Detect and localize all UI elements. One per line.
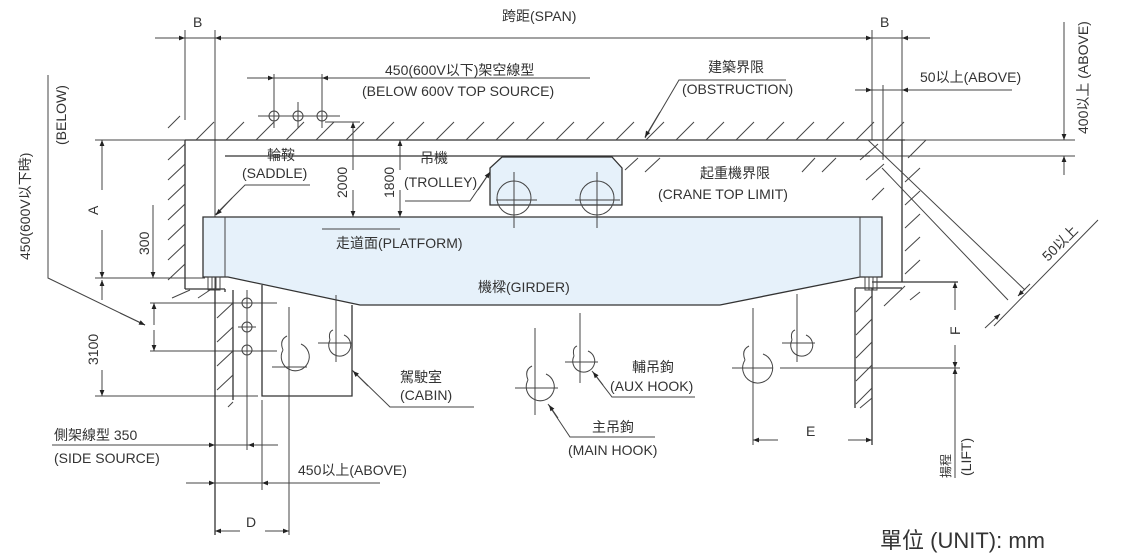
dim-300-label: 300 — [136, 231, 152, 255]
saddle-callout: 輪鞍 (SADDLE) — [214, 147, 310, 216]
right-hooks-dimensions: E F 揚程 (LIFT) — [732, 282, 974, 478]
above-450-label: 450以上(ABOVE) — [298, 462, 407, 478]
above-400-label: 400以上 (ABOVE) — [1075, 21, 1091, 134]
top-source-en-label: (BELOW 600V TOP SOURCE) — [362, 83, 554, 99]
dim-d-label: D — [246, 514, 256, 530]
left-dimensions: A 300 3100 (BELOW) 450(600V以下時) — [17, 75, 277, 397]
cabin-cn-label: 駕駛室 — [400, 369, 442, 385]
dim-3100-label: 3100 — [85, 334, 101, 365]
top-right-clearance-dimensions: 50以上(ABOVE) 400以上 (ABOVE) — [855, 21, 1091, 175]
girder: 機樑(GIRDER) 走道面(PLATFORM) — [202, 216, 883, 306]
lift-en-label: (LIFT) — [958, 438, 974, 476]
top-source-cn-label: 450(600V以下)架空線型 — [385, 62, 534, 78]
left-wall — [167, 140, 226, 299]
diag-50-above-label: 50以上 — [1039, 222, 1081, 264]
bottom-left-dimensions: 側架線型 350 (SIDE SOURCE) 450以上(ABOVE) D — [52, 427, 407, 534]
girder-label: 機樑(GIRDER) — [478, 279, 570, 295]
unit-label: 單位 (UNIT): mm — [880, 528, 1045, 553]
b-right-label: B — [880, 14, 889, 30]
trolley-cn-label: 吊機 — [420, 150, 448, 166]
main-hook-cn-label: 主吊鉤 — [592, 419, 634, 435]
aux-hook-en-label: (AUX HOOK) — [610, 378, 693, 394]
b-left-label: B — [193, 14, 202, 30]
main-hook-en-label: (MAIN HOOK) — [568, 442, 657, 458]
hatch-pattern — [167, 115, 927, 159]
cabin-en-label: (CABIN) — [400, 387, 452, 403]
below-label: (BELOW) — [53, 85, 69, 145]
saddle-en-label: (SADDLE) — [242, 165, 307, 181]
hook-icon — [572, 345, 596, 373]
trolley: 吊機 (TROLLEY) 起重機界限 (CRANE TOP LIMIT) — [404, 150, 837, 228]
wheel-icon — [496, 172, 620, 228]
hook-icon — [742, 329, 814, 384]
dim-f-label: F — [947, 326, 963, 335]
dim-2000-label: 2000 — [334, 167, 350, 198]
hooks: 主吊鉤 (MAIN HOOK) 輔吊鉤 (AUX HOOK) — [515, 313, 695, 458]
obstruction-ceiling: 建築界限 (OBSTRUCTION) — [167, 59, 927, 159]
platform-label: 走道面(PLATFORM) — [336, 235, 463, 251]
above-50-label: 50以上(ABOVE) — [920, 69, 1021, 85]
trolley-en-label: (TROLLEY) — [404, 174, 477, 190]
span-label: 跨距(SPAN) — [502, 8, 576, 24]
crane-top-limit-en-label: (CRANE TOP LIMIT) — [658, 186, 788, 202]
obstruction-en-label: (OBSTRUCTION) — [682, 81, 793, 97]
top-source-dimension: 450(600V以下)架空線型 (BELOW 600V TOP SOURCE) — [247, 62, 590, 128]
dim-1800-label: 1800 — [381, 167, 397, 198]
side-source-en-label: (SIDE SOURCE) — [54, 450, 160, 466]
lift-cn-label: 揚程 — [938, 454, 953, 478]
saddle-cn-label: 輪鞍 — [267, 147, 295, 163]
span-dimension: 跨距(SPAN) B B — [155, 8, 930, 290]
side-source-cn-label: 側架線型 350 — [54, 427, 137, 443]
aux-hook-cn-label: 輔吊鉤 — [632, 359, 674, 375]
hook-icon — [525, 365, 555, 402]
below-450-label: 450(600V以下時) — [17, 153, 33, 260]
crane-top-limit-cn-label: 起重機界限 — [700, 165, 770, 181]
hook-icon — [272, 329, 352, 372]
height-dimensions: 2000 1800 — [325, 121, 403, 217]
power-line-icon — [238, 297, 256, 356]
side-source-and-cabin: 駕駛室 (CABIN) — [214, 285, 474, 535]
right-wall: 50以上 — [854, 139, 1099, 445]
power-line-icon — [268, 110, 328, 122]
dim-a-label: A — [85, 205, 101, 215]
dim-e-label: E — [806, 423, 815, 439]
obstruction-cn-label: 建築界限 — [708, 59, 764, 75]
